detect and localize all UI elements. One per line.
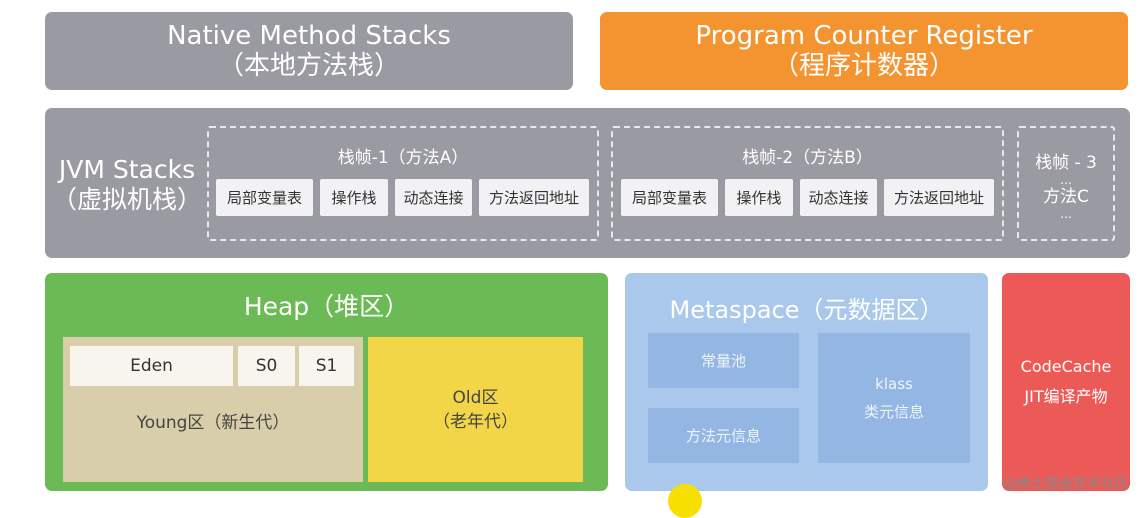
frame-1-dynamic-linking: 动态连接	[395, 179, 472, 216]
klass-cell: klass 类元信息	[818, 333, 970, 463]
klass-label: klass	[875, 375, 913, 393]
stack-frame-2	[611, 126, 1004, 241]
frame-2-operand-stack: 操作栈	[725, 179, 793, 216]
constant-pool-cell: 常量池	[648, 333, 799, 388]
old-generation-label: Old区	[452, 387, 499, 408]
survivor-s1-cell: S1	[299, 346, 354, 386]
heap-title: Heap（堆区）	[243, 292, 410, 321]
old-generation-sublabel: （老年代）	[433, 411, 518, 432]
pcr-subtitle: （程序计数器）	[772, 51, 955, 81]
native-method-stacks-block: Native Method Stacks （本地方法栈）	[45, 12, 573, 90]
jvm-stacks-subtitle: （虚拟机栈）	[52, 185, 203, 214]
constant-pool-label: 常量池	[700, 351, 746, 370]
program-counter-register-block: Program Counter Register （程序计数器）	[600, 12, 1128, 90]
young-generation-label: Young区（新生代）	[136, 413, 290, 433]
old-generation-area: Old区 （老年代）	[368, 337, 583, 482]
yellow-dot	[668, 484, 702, 518]
frame-1-return-address: 方法返回地址	[479, 179, 589, 216]
stack-frame-3-dots-bottom: ...	[1060, 207, 1072, 221]
method-metadata-label: 方法元信息	[685, 426, 761, 445]
metaspace-title: Metaspace（元数据区）	[669, 296, 944, 324]
stack-frame-3	[1017, 126, 1115, 241]
pcr-title: Program Counter Register	[695, 21, 1033, 51]
codecache-block: CodeCache JIT编译产物	[1002, 273, 1130, 491]
frame-2-dynamic-linking: 动态连接	[800, 179, 877, 216]
jvm-stacks-label: JVM Stacks （虚拟机栈）	[52, 155, 202, 215]
stack-frame-3-method: 方法C	[1043, 187, 1089, 207]
stack-frame-1	[207, 126, 599, 241]
stack-frame-3-content: 栈帧 - 3 ... 方法C ...	[1017, 136, 1115, 236]
native-method-stacks-subtitle: （本地方法栈）	[217, 51, 400, 81]
codecache-label: CodeCache	[1020, 357, 1112, 376]
class-metadata-label: 类元信息	[863, 403, 924, 421]
survivor-s0-cell: S0	[238, 346, 295, 386]
stack-frame-3-title: 栈帧 - 3	[1035, 153, 1097, 173]
stack-frame-2-title: 栈帧-2（方法B）	[742, 148, 873, 168]
native-method-stacks-title: Native Method Stacks	[167, 21, 451, 51]
frame-1-operand-stack: 操作栈	[320, 179, 388, 216]
jvm-stacks-title: JVM Stacks	[58, 155, 196, 184]
frame-2-local-variables: 局部变量表	[621, 179, 718, 216]
stack-frame-1-title: 栈帧-1（方法A）	[337, 148, 469, 168]
eden-cell: Eden	[70, 346, 233, 386]
watermark: @稀土掘金技术社区	[1003, 476, 1129, 492]
frame-2-return-address: 方法返回地址	[884, 179, 994, 216]
frame-1-local-variables: 局部变量表	[216, 179, 313, 216]
stack-frame-3-dots-top: ...	[1060, 173, 1072, 187]
jit-output-label: JIT编译产物	[1024, 387, 1108, 406]
method-metadata-cell: 方法元信息	[648, 408, 799, 463]
